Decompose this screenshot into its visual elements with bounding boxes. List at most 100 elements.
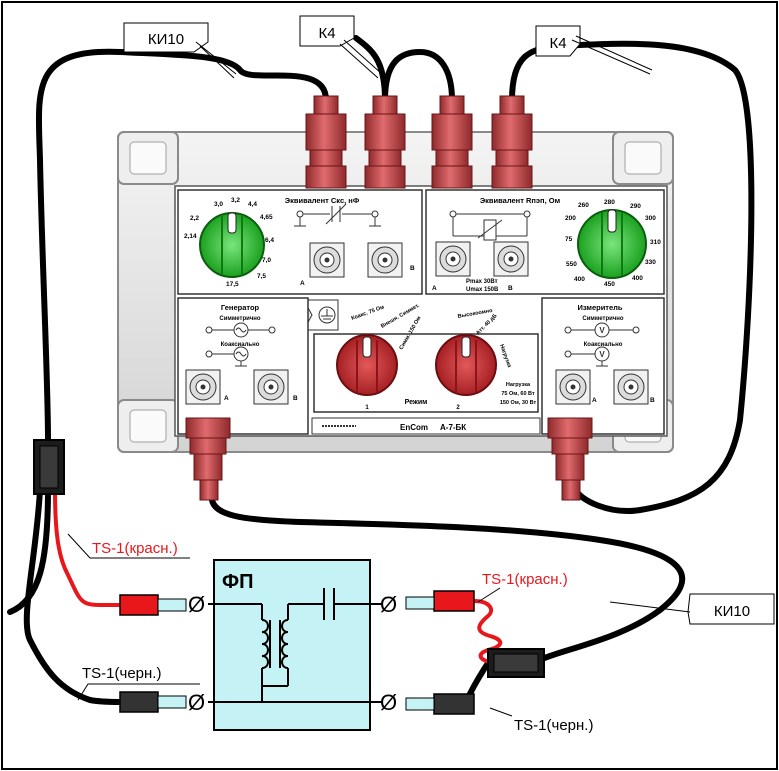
cap-scale-5: 6,4 (265, 237, 274, 244)
res-scale-11: 75 (565, 236, 573, 243)
res-panel-title: Эквивалент Rпэп, Ом (480, 196, 561, 205)
res-limit-u: Umax 150В (466, 287, 499, 293)
callout-k4-left-leader (339, 39, 383, 79)
res-port-a[interactable] (435, 241, 471, 277)
callout-k4-right-leader (571, 35, 653, 75)
load-info-150: 150 Ом, 30 Вт (500, 400, 537, 406)
terminal-in-bottom: Ø (188, 690, 205, 715)
meter-port-b-label: В (650, 397, 655, 404)
callout-ki10-right-box (687, 593, 775, 625)
cable-k4-left-a (353, 35, 388, 103)
top-connectors (305, 95, 533, 189)
gen-panel-title: Генератор (221, 303, 260, 312)
bnc-connector-gen (185, 417, 231, 501)
svg-text:V: V (599, 326, 605, 335)
mode-knob-1[interactable] (336, 334, 398, 396)
gen-mode-coax: Коаксиально (221, 342, 260, 348)
plug-black-left (119, 691, 187, 713)
callout-ts1-red-right-leader (477, 587, 501, 603)
callout-ki10-right: КИ10 (714, 603, 750, 620)
callout-ts1-black-left: TS-1(черн.) (82, 665, 161, 682)
knob-2-number: 2 (456, 405, 460, 411)
device-a7bk: Эквивалент Скс, нФ 3,0 3,2 4,4 4,65 6,4 … (117, 131, 674, 453)
cable-k4-link (382, 49, 455, 103)
res-port-b-label: В (508, 285, 513, 292)
filter-terminals: Ø Ø Ø Ø (188, 592, 397, 715)
cap-scale-2: 3,2 (231, 197, 240, 204)
callout-ki10-top-leader (195, 41, 237, 79)
res-port-b[interactable] (493, 241, 529, 277)
gen-port-b[interactable] (253, 369, 289, 405)
res-limit-p: Pmax 30Вт (466, 279, 498, 285)
meter-port-a[interactable] (555, 369, 591, 405)
red-wire-right (472, 599, 503, 664)
nameplate-model: А-7-БК (440, 423, 466, 432)
res-scale-9: 400 (574, 276, 585, 283)
cap-knob-pointer (227, 212, 237, 234)
mode-knob-2[interactable] (435, 334, 497, 396)
cap-port-a[interactable] (309, 242, 345, 278)
callout-ts1-black-right: TS-1(черн.) (514, 717, 593, 734)
cable-left-drop (7, 487, 51, 615)
callout-ki10-right-leader (609, 601, 691, 613)
cap-scale-3: 4,4 (248, 201, 257, 208)
meter-coax-symbol: V (564, 346, 610, 367)
res-scale-8: 450 (604, 281, 615, 288)
plug-red-left (119, 594, 187, 616)
splitter-left-inner (39, 445, 59, 489)
frame-corner-inner (129, 141, 167, 175)
gen-port-a[interactable] (185, 369, 221, 405)
bnc-connector-meter (547, 417, 593, 501)
res-scale-10: 550 (566, 261, 577, 268)
nameplate-brand: EnCom (400, 423, 428, 432)
meter-mode-sym: Симметрично (582, 316, 624, 322)
cap-port-b[interactable] (367, 242, 403, 278)
mode-knob-2-pointer (461, 336, 471, 358)
callout-ts1-red-left-leader (67, 533, 190, 559)
callout-ki10-top: КИ10 (148, 31, 184, 48)
callout-k4-right: К4 (549, 35, 566, 52)
gen-mode-sym: Симметрично (219, 316, 261, 322)
res-scale-1: 260 (578, 202, 589, 209)
res-scale-12: 200 (565, 215, 576, 222)
splitter-right-inner (493, 653, 539, 673)
cap-panel-title: Эквивалент Скс, нФ (285, 196, 360, 205)
res-scale-2: 280 (604, 199, 615, 206)
terminal-in-top: Ø (188, 592, 205, 617)
filter-schematic (208, 588, 382, 703)
cap-port-b-label: В (410, 265, 415, 272)
load-info-75: 75 Ом, 60 Вт (501, 391, 535, 397)
cap-scale-6: 7,0 (262, 257, 271, 264)
callout-k4-left-box (299, 15, 355, 47)
meter-port-b[interactable] (613, 369, 649, 405)
res-scale-6: 330 (645, 259, 656, 266)
bottom-connectors (185, 417, 593, 501)
cap-port-a-label: А (300, 280, 305, 287)
bnc-connector-2 (364, 95, 406, 189)
red-wire-left (53, 488, 122, 607)
terminal-out-top: Ø (380, 592, 397, 617)
cable-black-left (23, 487, 123, 705)
res-scale-3: 290 (630, 203, 641, 210)
filter-fp: ФП Ø Ø Ø Ø (188, 559, 397, 731)
callout-ts1-black-right-leader (489, 707, 513, 717)
meter-sym-symbol: V (564, 322, 640, 338)
callout-ts1-red-left: TS-1(красн.) (92, 540, 178, 557)
callout-ts1-red-right: TS-1(красн.) (482, 571, 568, 588)
res-port-a-label: А (432, 285, 437, 292)
callout-ts1-black-left-leader (77, 683, 200, 701)
cap-schematic (294, 203, 381, 227)
cap-scale-9: 2,14 (184, 233, 197, 240)
gen-port-a-label: А (224, 395, 229, 402)
bnc-connector-1 (305, 95, 347, 189)
meter-port-a-label: А (592, 397, 597, 404)
plug-black-right (405, 693, 475, 715)
gen-sym-symbol (205, 322, 276, 338)
gen-port-b-label: В (293, 395, 298, 402)
nameplate (311, 417, 541, 435)
callouts (67, 15, 775, 717)
cable-ki10-right (209, 497, 686, 663)
cable-ki10-left (35, 48, 329, 443)
